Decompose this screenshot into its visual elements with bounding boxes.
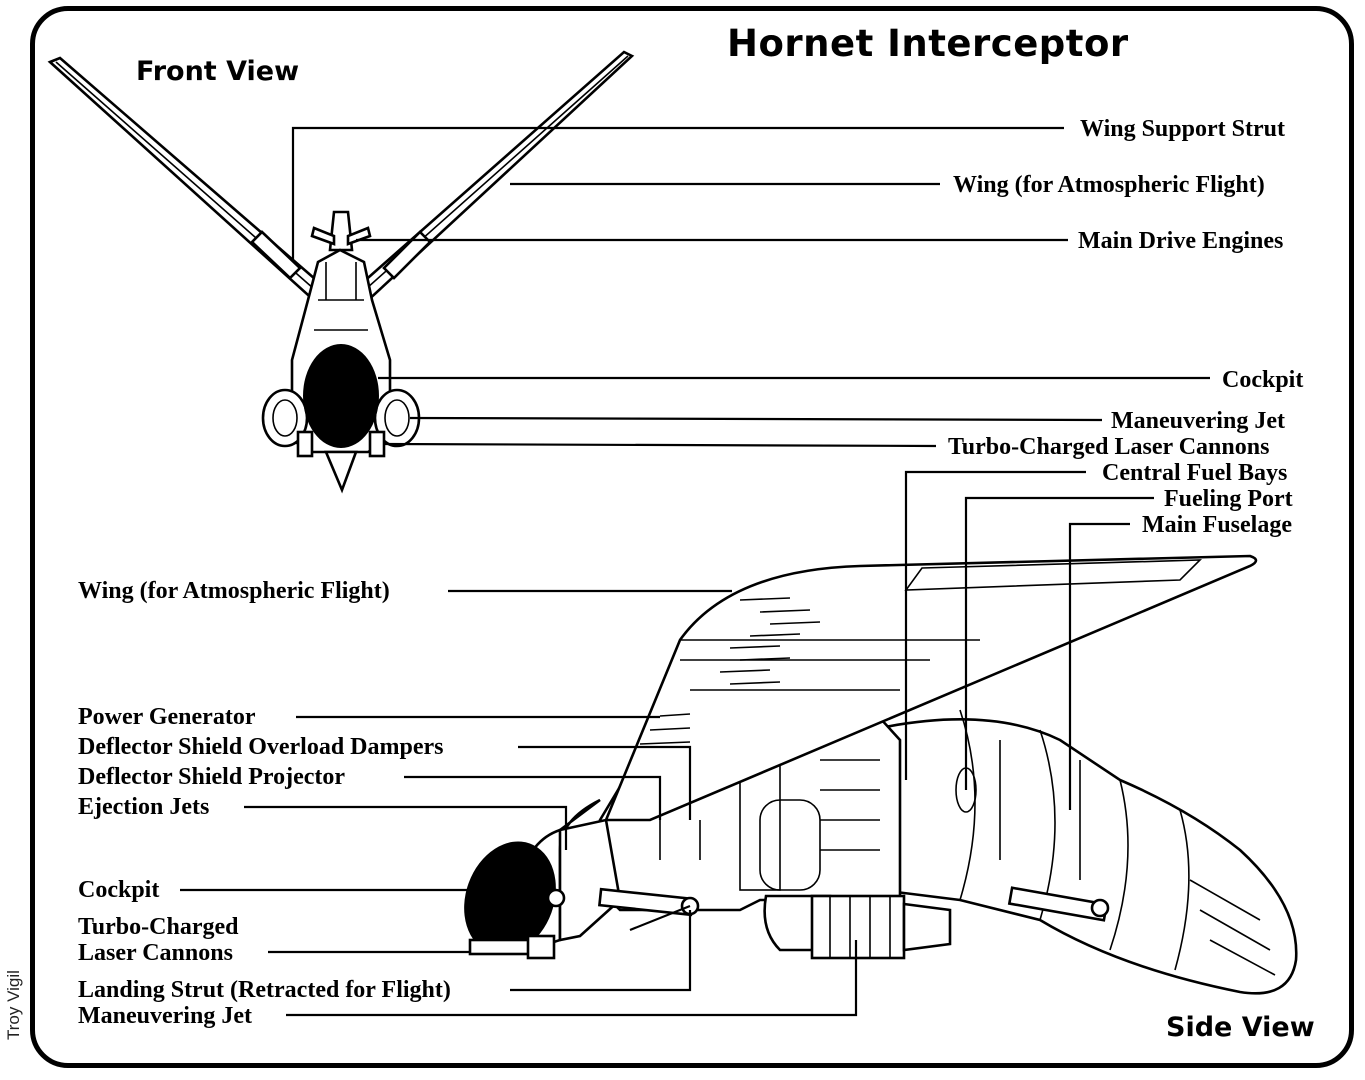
side-cockpit: [464, 841, 556, 955]
front-bottom-spike: [324, 450, 358, 494]
page-title: Hornet Interceptor: [727, 22, 1129, 65]
label-side-wing: Wing (for Atmospheric Flight): [78, 578, 390, 604]
label-front-wing: Wing (for Atmospheric Flight): [953, 172, 1265, 198]
front-view-heading: Front View: [136, 56, 300, 87]
label-side-cockpit: Cockpit: [78, 877, 160, 903]
front-view-craft: [47, 50, 635, 494]
label-front-cockpit: Cockpit: [1222, 367, 1304, 393]
side-view-heading: Side View: [1166, 1012, 1315, 1043]
side-wing: [604, 554, 1258, 822]
label-overload-dampers: Deflector Shield Overload Dampers: [78, 734, 444, 760]
label-wing-support-strut: Wing Support Strut: [1080, 116, 1285, 142]
label-central-fuel-bays: Central Fuel Bays: [1102, 460, 1288, 486]
label-power-generator: Power Generator: [78, 704, 256, 730]
front-right-cannon: [368, 430, 386, 458]
front-cockpit: [303, 344, 379, 448]
label-shield-projector: Deflector Shield Projector: [78, 764, 346, 790]
label-front-maneuvering-jet: Maneuvering Jet: [1111, 408, 1285, 434]
label-side-laser-cannons: Laser Cannons: [78, 940, 233, 966]
front-leader-lines: [291, 126, 1210, 448]
label-main-fuselage: Main Fuselage: [1142, 512, 1292, 538]
front-left-cannon: [296, 430, 314, 458]
side-view-craft: [464, 554, 1298, 995]
label-side-maneuvering-jet: Maneuvering Jet: [78, 1003, 252, 1029]
side-laser-cannon: [468, 938, 532, 956]
label-landing-strut: Landing Strut (Retracted for Flight): [78, 977, 451, 1003]
label-main-drive-engines: Main Drive Engines: [1078, 228, 1284, 254]
rounded-border: [30, 6, 1354, 1068]
label-fueling-port: Fueling Port: [1164, 486, 1293, 512]
side-main-fuselage: [878, 718, 1298, 995]
label-front-laser-cannons: Turbo-Charged Laser Cannons: [948, 434, 1270, 460]
artist-credit: Troy Vigil: [4, 970, 23, 1040]
side-leader-lines: [180, 470, 1154, 1017]
label-ejection-jets: Ejection Jets: [78, 794, 210, 820]
label-side-turbo-charged: Turbo-Charged: [78, 914, 239, 940]
